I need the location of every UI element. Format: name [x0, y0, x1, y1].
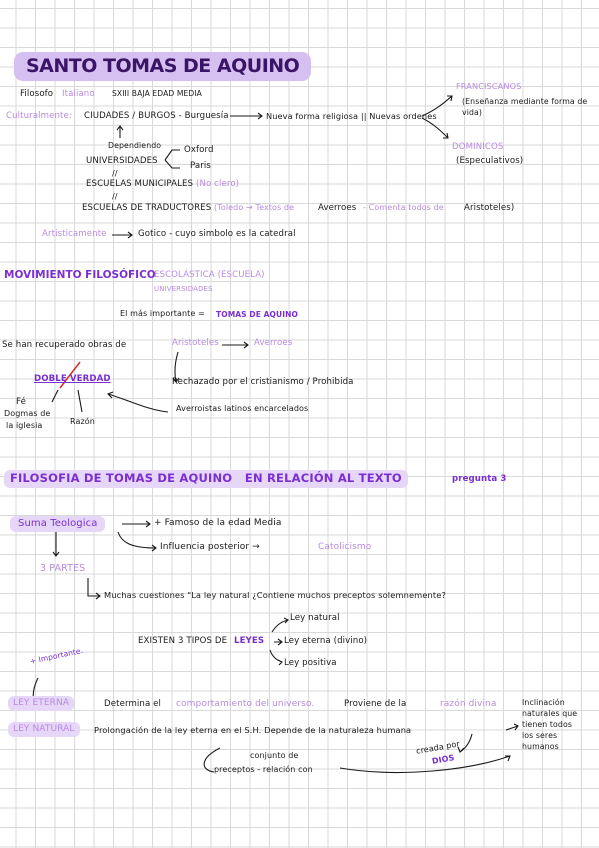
- tres-partes: 3 PARTES: [40, 563, 86, 574]
- aristoteles-text: Aristoteles): [464, 203, 515, 213]
- fe-text: Fé: [16, 397, 26, 407]
- leyes-word: LEYES: [234, 636, 265, 646]
- averroes-text: Averroes: [318, 203, 357, 213]
- famoso-text: + Famoso de la edad Media: [154, 518, 282, 528]
- dominicos-label: DOMINICOS: [452, 142, 504, 152]
- arrow-influencia: [117, 531, 157, 552]
- conjunto-line-2: preceptos - relación con: [214, 765, 313, 774]
- universidades-sub: UNIVERSIDADES: [154, 285, 213, 293]
- culturalmente-label: Culturalmente:: [6, 111, 72, 121]
- inclinacion-line-2: naturales que: [522, 709, 578, 718]
- oxford-text: Oxford: [184, 145, 214, 155]
- ley-natural-item: Ley natural: [290, 613, 340, 623]
- artisticamente-label: Artisticamente: [42, 229, 107, 239]
- franciscanos-desc-text: (Enseñanza mediante forma de vida): [462, 97, 588, 117]
- ciudades-text: CIUDADES / BURGOS - Burguesía: [84, 111, 229, 121]
- paris-text: Paris: [190, 161, 211, 171]
- ley-eterna-d: razón divina: [440, 699, 497, 709]
- existen-text: EXISTEN 3 TIPOS DE: [138, 636, 228, 646]
- franciscanos-label: FRANCISCANOS: [456, 81, 522, 91]
- arrow-averroistas: [107, 391, 169, 413]
- italiano-label: Italiano: [62, 89, 95, 99]
- arrow-cuestiones: [87, 578, 101, 600]
- dogmas-text-2: la iglesia: [6, 421, 43, 430]
- recuperado-text: Se han recuperado obras de: [2, 340, 127, 350]
- razon-text: Razón: [70, 417, 95, 426]
- mas-importante: El más importante =: [120, 309, 205, 318]
- ley-eterna-a: Determina el: [104, 699, 162, 709]
- escolastica-text: ESCOLÁSTICA (ESCUELA): [154, 270, 265, 280]
- ditto-mark-1: //: [112, 169, 118, 178]
- rechazado-text: Rechazado por el cristianismo / Prohibid…: [172, 377, 354, 387]
- arrow-artistic: [112, 231, 133, 239]
- escuelas-municipales: ESCUELAS MUNICIPALES: [86, 179, 194, 189]
- conjunto-line-1: conjunto de: [250, 751, 299, 760]
- franciscanos-desc: (Enseñanza mediante forma de vida): [462, 97, 598, 119]
- inclinacion-line-4: los seres: [522, 731, 558, 740]
- importante-note: + Importante.: [29, 645, 84, 666]
- ley-eterna-label: LEY ETERNA: [8, 696, 75, 711]
- ley-eterna-c: Proviene de la: [344, 699, 407, 709]
- line-razon: [77, 389, 83, 413]
- recuperado-aristoteles: Aristoteles: [172, 338, 219, 348]
- escuelas-traductores: ESCUELAS DE TRADUCTORES: [82, 203, 212, 213]
- ditto-mark-2: //: [112, 192, 118, 201]
- dependiendo-text: Dependiendo: [108, 141, 162, 150]
- ley-natural-text: Prolongación de la ley eterna en el S.H.…: [94, 725, 412, 735]
- inclinacion-line-5: humanos: [522, 742, 559, 751]
- recuperado-averroes: Averroes: [254, 338, 293, 348]
- tomas-text: TOMAS DE AQUINO: [216, 310, 298, 319]
- arrow-inclinacion: [505, 723, 519, 731]
- inclinacion-line-1: Inclinación: [522, 698, 565, 707]
- arrow-ley-eterna: [274, 638, 283, 646]
- inclinacion-block: Inclinación naturales que tienen todos l…: [522, 697, 598, 752]
- dios-text: DIOS: [431, 753, 456, 766]
- arrow-partes: [52, 532, 60, 557]
- no-clero: (No clero): [196, 179, 240, 189]
- arrow-dominicos: [421, 117, 449, 139]
- doble-verdad-label: DOBLE VERDAD: [34, 374, 111, 384]
- universidades-text: UNIVERSIDADES: [86, 156, 158, 166]
- suma-teologica-label: Suma Teologica: [10, 516, 106, 532]
- comenta-text: - Comenta todos de: [363, 203, 444, 212]
- arrow-conjunto: [339, 755, 511, 773]
- ley-natural-label: LEY NATURAL: [8, 722, 80, 737]
- arrow-creada: [457, 733, 473, 753]
- arrow-ley-natural: [271, 617, 289, 633]
- line-fe: [51, 389, 59, 403]
- ley-eterna-b: comportamiento del universo.: [176, 699, 315, 709]
- catolicismo-text: Catolicismo: [318, 542, 372, 552]
- filosofo-label: Filosofo: [20, 89, 54, 99]
- brace-oxford: [164, 149, 180, 169]
- nueva-forma-text: Nueva forma religiosa || Nuevas ordenes: [266, 111, 437, 121]
- averroistas-text: Averroistas latinos encarcelados: [176, 404, 309, 413]
- ley-eterna-item: Ley eterna (divino): [284, 636, 368, 646]
- arrow-famoso: [122, 520, 151, 528]
- arrow-up-depend: [116, 125, 124, 138]
- pregunta-text: pregunta 3: [452, 474, 507, 484]
- ley-positiva-item: Ley positiva: [284, 658, 337, 668]
- dominicos-desc: (Especulativos): [456, 156, 524, 166]
- inclinacion-line-3: tienen todos: [522, 720, 572, 729]
- arrow-averroes: [222, 341, 249, 349]
- influencia-text: Influencia posterior →: [160, 542, 260, 552]
- section2-title: FILOSOFIA DE TOMAS DE AQUINO EN RELACIÓN…: [4, 470, 408, 488]
- era-label: SXIII BAJA EDAD MEDIA: [112, 89, 202, 98]
- movimiento-title: MOVIMIENTO FILOSÓFICO: [4, 269, 156, 281]
- cuestiones-text: Muchas cuestiones "La ley natural ¿Conti…: [104, 590, 446, 600]
- toledo-text: (Toledo → Textos de: [214, 203, 295, 212]
- artisticamente-text: Gotico - cuyo simbolo es la catedral: [138, 229, 296, 239]
- dogmas-text-1: Dogmas de: [4, 409, 51, 418]
- arrow-ley-positiva: [269, 649, 283, 666]
- page-title: SANTO TOMAS DE AQUINO: [14, 52, 312, 81]
- arrow-ciudades: [230, 112, 263, 120]
